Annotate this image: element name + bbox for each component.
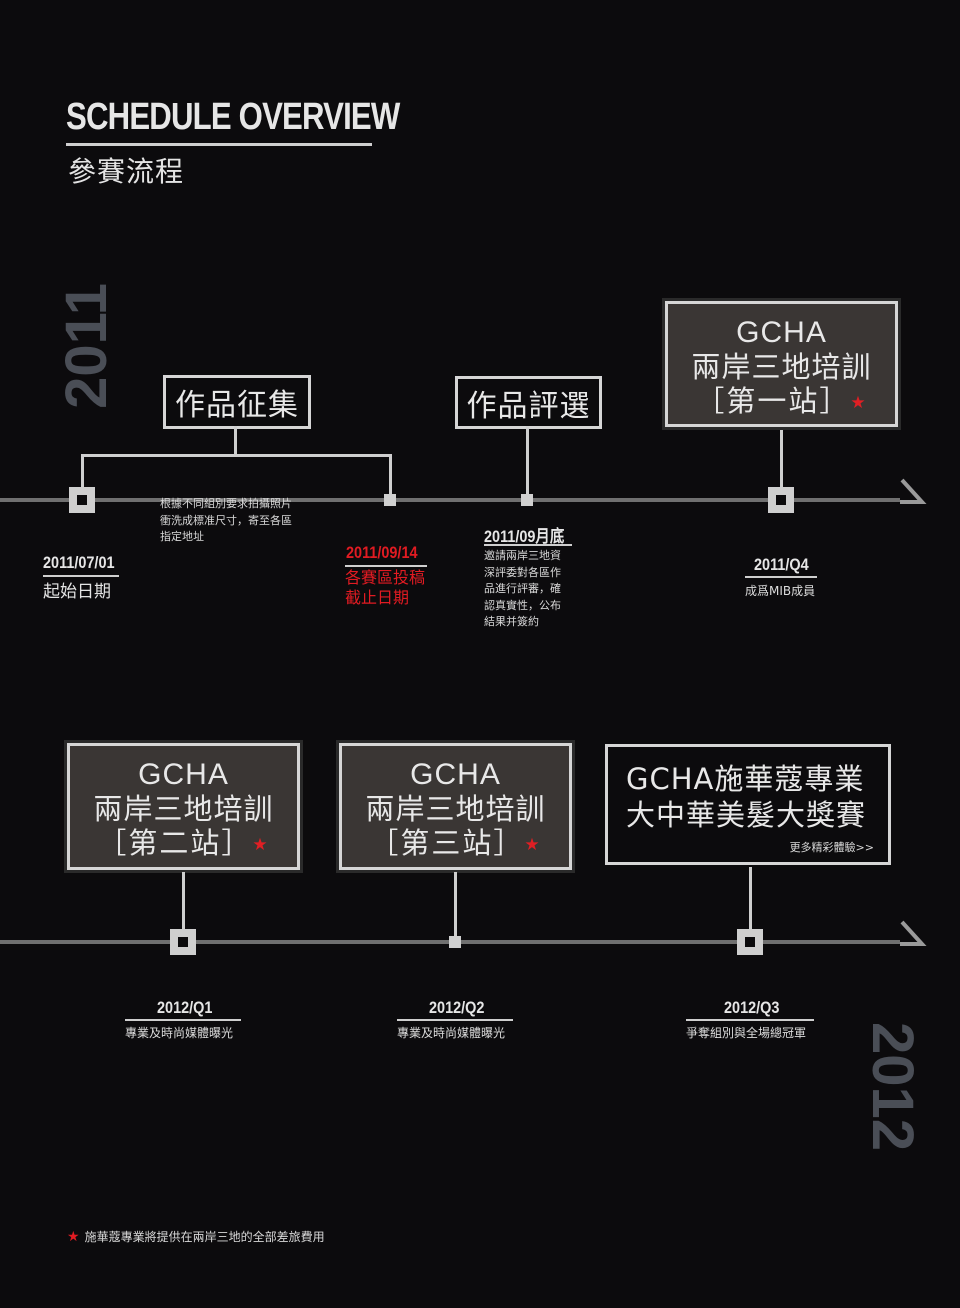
timeline-node-start [69,487,95,513]
page-title-zh: 參賽流程 [68,155,185,188]
star-icon: ★ [67,1229,80,1245]
q1-label: 專業及時尚媒體曝光 [125,1026,234,1040]
judging-date: 2011/09月底 [484,527,565,546]
connector [454,872,457,936]
q2-date: 2012/Q2 [429,998,485,1017]
start-date: 2011/07/01 [43,553,115,572]
footnote: ★ 施華蔻專業將提供在兩岸三地的全部差旅費用 [67,1226,325,1245]
title-underline [66,143,372,146]
q4-label: 成爲MIB成員 [745,584,816,598]
date-underline [745,576,817,578]
more-link[interactable]: 更多精彩體驗>> [789,841,874,854]
timeline-node-q2 [449,936,461,948]
timeline-node-q3 [737,929,763,955]
box-select-label: 作品評選 [466,388,591,424]
date-underline [686,1019,814,1021]
final-title-line-1: GCHA施華蔻專業 [626,762,865,796]
date-underline [484,544,572,546]
box-final-competition[interactable]: GCHA施華蔻專業 大中華美髮大獎賽 更多精彩體驗>> [605,744,891,865]
collect-description: 根據不同組別要求拍攝照片 衝洗成標准尺寸，寄至各區 指定地址 [160,497,292,543]
connector [182,872,185,930]
page-title-en: SCHEDULE OVERVIEW [66,96,400,138]
connector [81,454,84,489]
star-icon: ★ [524,835,542,855]
date-underline [125,1019,241,1021]
timeline-arrow-icon [900,920,927,946]
box-gcha-stage-3: GCHA 兩岸三地培訓 ［第三站］★ [336,740,575,873]
judging-description: 邀請兩岸三地資 深評委對各區作 品進行評審，確 認真實性，公布 結果并簽約 [484,549,561,628]
bracket-line [81,454,392,457]
star-icon: ★ [252,835,270,855]
q2-label: 專業及時尚媒體曝光 [397,1026,506,1040]
date-underline [397,1019,513,1021]
timeline-node-q4 [768,487,794,513]
box-collect: 作品征集 [163,375,311,429]
box-select: 作品評選 [455,376,602,429]
date-underline [345,565,427,567]
box-collect-label: 作品征集 [175,388,299,423]
connector [234,426,237,456]
connector [526,426,529,494]
q4-date: 2011/Q4 [754,555,809,574]
date-underline [43,575,119,577]
timeline-node-judging [521,494,533,506]
box-gcha-stage-1: GCHA 兩岸三地培訓 ［第一站］★ [662,298,901,430]
year-label-2012: 2012 [860,1022,925,1152]
box-gcha-stage-2: GCHA 兩岸三地培訓 ［第二站］★ [64,740,303,873]
timeline-node-q1 [170,929,196,955]
timeline-arrow-icon [900,478,927,504]
connector [749,867,752,930]
q3-date: 2012/Q3 [724,998,780,1017]
footnote-text: 施華蔻專業將提供在兩岸三地的全部差旅費用 [84,1230,325,1244]
start-label: 起始日期 [43,582,111,602]
star-icon: ★ [850,393,868,413]
deadline-date: 2011/09/14 [346,543,418,562]
connector [389,454,392,494]
timeline-node-deadline [384,494,396,506]
q3-label: 爭奪組別與全場總冠軍 [686,1026,807,1040]
year-label-2011: 2011 [54,283,119,409]
deadline-label: 各賽區投稿 截止日期 [345,568,426,607]
final-title-line-2: 大中華美髮大獎賽 [626,798,867,832]
q1-date: 2012/Q1 [157,998,213,1017]
timeline-2011 [0,498,900,502]
connector [780,430,783,488]
